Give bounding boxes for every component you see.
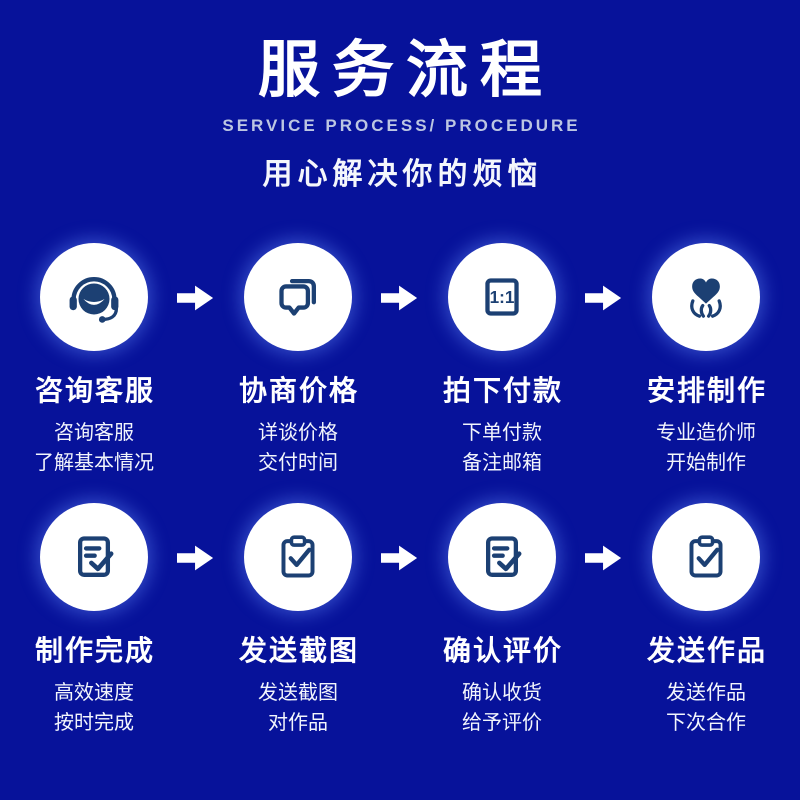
step-description: 发送作品 下次合作 <box>666 678 746 738</box>
step-desc-line: 开始制作 <box>666 452 746 474</box>
step-send-screenshot: 发送截图 发送截图 对作品 <box>216 503 380 738</box>
step-icon-circle <box>448 503 556 611</box>
arrow-right-icon <box>584 283 624 313</box>
arrow-right-icon <box>380 543 420 573</box>
step-desc-line: 给予评价 <box>462 712 542 734</box>
headset-icon <box>69 277 119 323</box>
step-desc-line: 高效速度 <box>54 682 134 704</box>
step-description: 详谈价格 交付时间 <box>258 418 338 478</box>
step-description: 专业造价师 开始制作 <box>656 418 756 478</box>
heart-in-hands-icon <box>690 278 722 318</box>
step-desc-line: 按时完成 <box>54 712 134 734</box>
process-row-2: 制作完成 高效速度 按时完成 发送截图 发送截图 对作品 <box>0 503 800 738</box>
step-desc-line: 发送截图 <box>258 682 338 704</box>
step-description: 发送截图 对作品 <box>258 678 338 738</box>
step-production-complete: 制作完成 高效速度 按时完成 <box>12 503 176 738</box>
step-description: 下单付款 备注邮箱 <box>462 418 542 478</box>
step-desc-line: 详谈价格 <box>258 422 338 444</box>
arrow-right-icon <box>176 283 216 313</box>
step-title: 安排制作 <box>646 375 767 406</box>
document-check-icon <box>77 536 114 577</box>
process-row-1: 咨询客服 咨询客服 了解基本情况 协商价格 详谈价格 交付时间 <box>0 243 800 478</box>
header: 服务流程 SERVICE PROCESS/ PROCEDURE 用心解决你的烦恼 <box>0 38 800 193</box>
step-description: 确认收货 给予评价 <box>462 678 542 738</box>
step-consult-service: 咨询客服 咨询客服 了解基本情况 <box>12 243 176 478</box>
step-desc-line: 专业造价师 <box>656 422 756 444</box>
step-icon-circle <box>652 243 760 351</box>
step-desc-line: 交付时间 <box>258 452 338 474</box>
step-icon-circle <box>652 503 760 611</box>
step-description: 咨询客服 了解基本情况 <box>34 418 154 478</box>
step-desc-line: 下次合作 <box>666 712 746 734</box>
step-confirm-review: 确认评价 确认收货 给予评价 <box>420 503 584 738</box>
step-icon-circle <box>244 503 352 611</box>
step-desc-line: 咨询客服 <box>54 422 134 444</box>
step-title: 发送作品 <box>646 635 767 666</box>
step-arrange-production: 安排制作 专业造价师 开始制作 <box>624 243 788 478</box>
arrow-right-icon <box>380 283 420 313</box>
step-icon-circle <box>244 243 352 351</box>
page-tagline: 用心解决你的烦恼 <box>262 158 543 192</box>
step-title: 制作完成 <box>34 635 155 666</box>
step-title: 发送截图 <box>238 635 359 666</box>
step-icon-circle <box>40 503 148 611</box>
arrow-right-icon <box>584 543 624 573</box>
step-title: 确认评价 <box>442 635 563 666</box>
chat-bubbles-icon <box>279 279 316 316</box>
one-to-one-icon: 1:1 <box>485 278 519 316</box>
arrow-right-icon <box>176 543 216 573</box>
step-desc-line: 了解基本情况 <box>34 452 154 474</box>
step-desc-line: 对作品 <box>268 712 328 734</box>
step-desc-line: 确认收货 <box>462 682 542 704</box>
clipboard-check-icon <box>689 535 723 578</box>
step-icon-circle: 1:1 <box>448 243 556 351</box>
one-to-one-label: 1:1 <box>490 287 515 307</box>
page-subtitle: SERVICE PROCESS/ PROCEDURE <box>222 116 581 136</box>
step-desc-line: 发送作品 <box>666 682 746 704</box>
step-negotiate-price: 协商价格 详谈价格 交付时间 <box>216 243 380 478</box>
document-check-icon <box>485 536 522 577</box>
step-title: 拍下付款 <box>442 375 563 406</box>
page-title: 服务流程 <box>257 36 554 105</box>
step-send-final-work: 发送作品 发送作品 下次合作 <box>624 503 788 738</box>
step-title: 协商价格 <box>238 375 359 406</box>
step-desc-line: 备注邮箱 <box>462 452 542 474</box>
step-title: 咨询客服 <box>34 375 155 406</box>
step-description: 高效速度 按时完成 <box>54 678 134 738</box>
step-place-order-pay: 1:1 拍下付款 下单付款 备注邮箱 <box>420 243 584 478</box>
step-icon-circle <box>40 243 148 351</box>
clipboard-check-icon <box>281 535 315 578</box>
step-desc-line: 下单付款 <box>462 422 542 444</box>
